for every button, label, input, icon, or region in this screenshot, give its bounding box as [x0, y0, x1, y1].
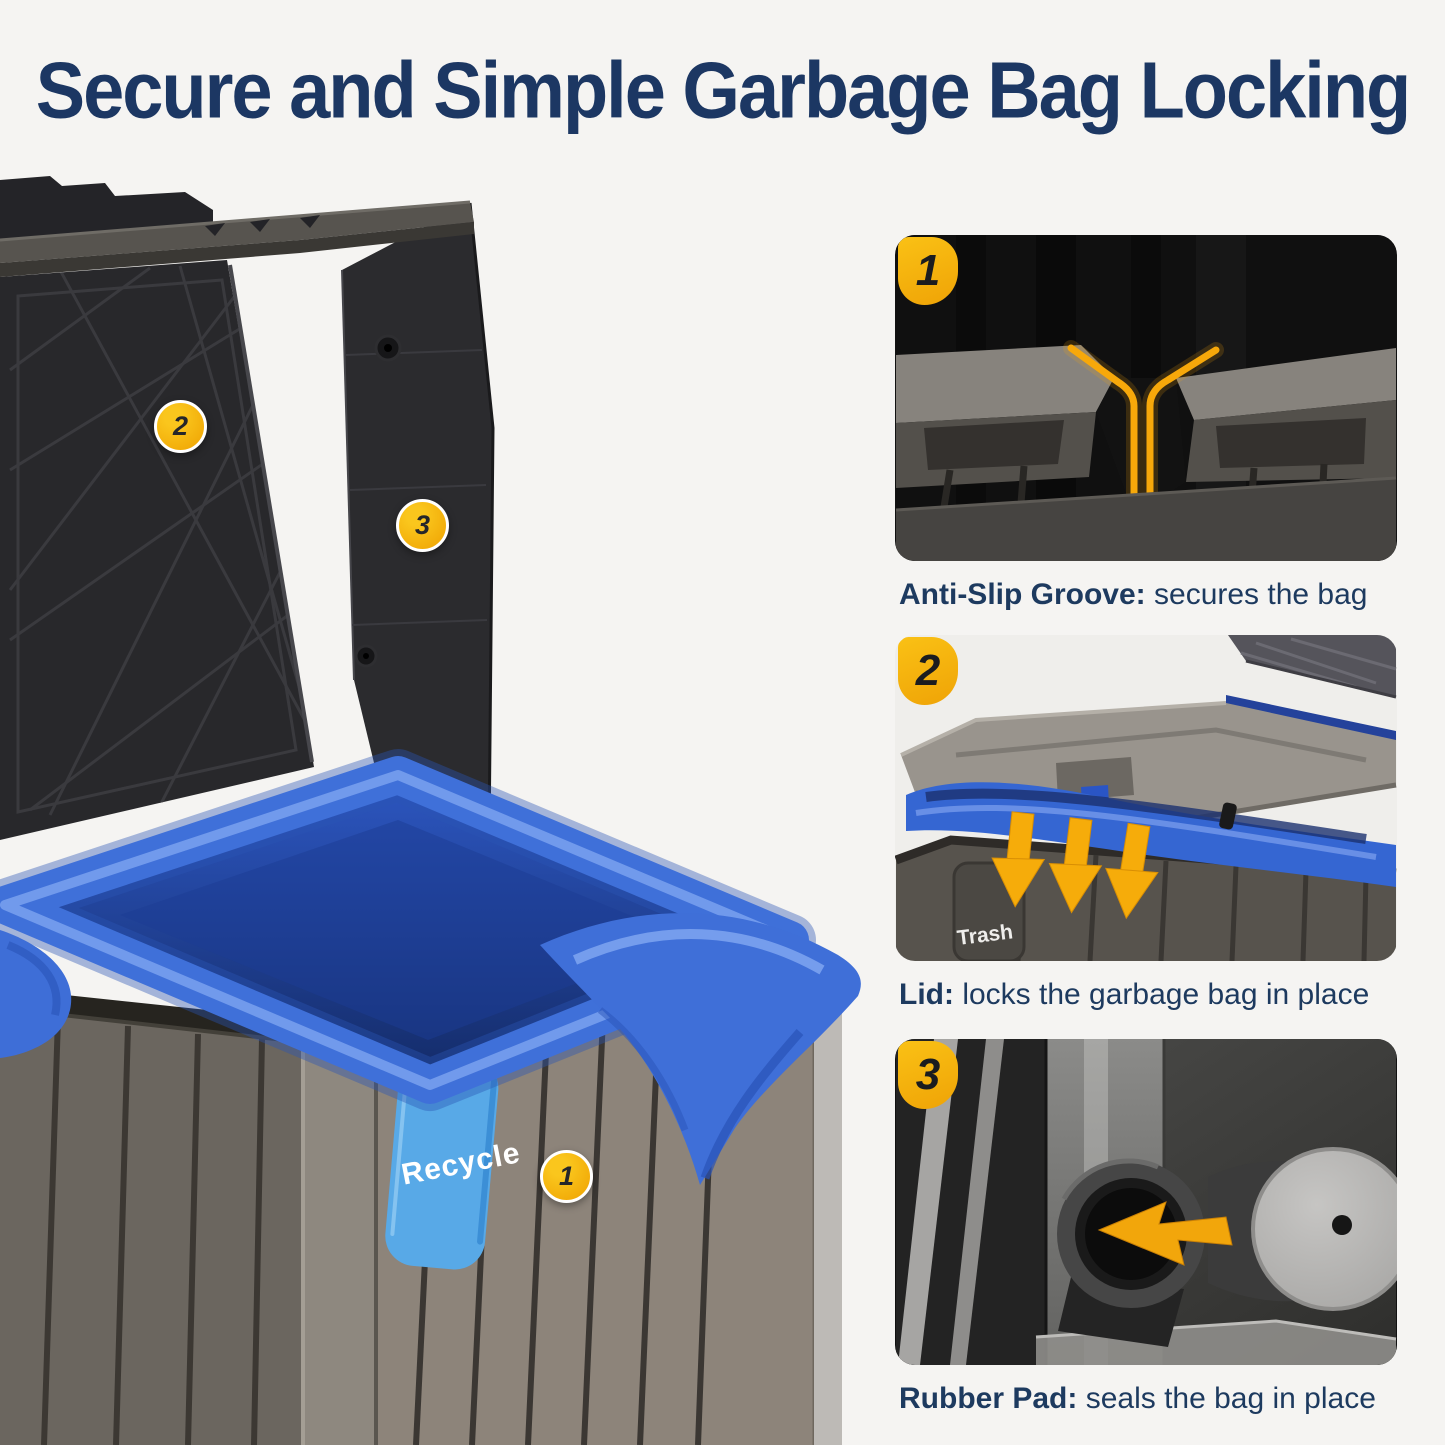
- down-arrows-icon: [991, 811, 1159, 920]
- garbage-bag: [0, 749, 861, 1185]
- lid-hinge-frame: [341, 202, 495, 946]
- recycle-tag: Recycle: [385, 1054, 523, 1270]
- panel-1-caption-bold: Anti-Slip Groove:: [899, 578, 1146, 611]
- panel-1-number-badge: 1: [898, 237, 958, 305]
- anti-slip-groove-photo: 1: [895, 235, 1397, 561]
- panel-1-caption-rest: secures the bag: [1145, 578, 1368, 611]
- panel-2-caption: Lid: locks the garbage bag in place: [899, 976, 1400, 1014]
- feature-panel-2: Trash 2 Lid: locks the garbage bag in pl…: [895, 635, 1400, 1014]
- feature-panel-3: 3 Rubber Pad: seals the bag in place: [895, 1039, 1400, 1418]
- panel-3-number-badge: 3: [898, 1041, 958, 1109]
- feature-panel-1: 1 Anti-Slip Groove: secures the bag: [895, 235, 1400, 614]
- left-arrow-icon: [1097, 1201, 1233, 1266]
- lid-locking-photo: Trash 2: [895, 635, 1397, 961]
- main-callout-2: 2: [154, 400, 207, 453]
- main-callout-3: 3: [396, 499, 449, 552]
- panel-1-caption: Anti-Slip Groove: secures the bag: [899, 576, 1400, 614]
- panel-3-caption-rest: seals the bag in place: [1077, 1382, 1376, 1415]
- main-product-photo: Recycle 1 2 3: [0, 170, 870, 1445]
- lid-edge-bar: [0, 200, 474, 277]
- page-title: Secure and Simple Garbage Bag Locking: [35, 45, 1412, 135]
- panel-2-caption-rest: locks the garbage bag in place: [953, 978, 1370, 1011]
- rubber-pad-photo: 3: [895, 1039, 1397, 1365]
- open-lid: [0, 176, 314, 840]
- main-product-photo-image: Recycle: [0, 176, 861, 1445]
- main-callout-1: 1: [540, 1150, 593, 1203]
- rubber-pad-knob: [1208, 1147, 1397, 1311]
- panel-3-caption-bold: Rubber Pad:: [899, 1382, 1078, 1415]
- panel-2-number-badge: 2: [898, 637, 958, 705]
- panel-3-caption: Rubber Pad: seals the bag in place: [899, 1380, 1400, 1418]
- panel-2-caption-bold: Lid:: [899, 978, 954, 1011]
